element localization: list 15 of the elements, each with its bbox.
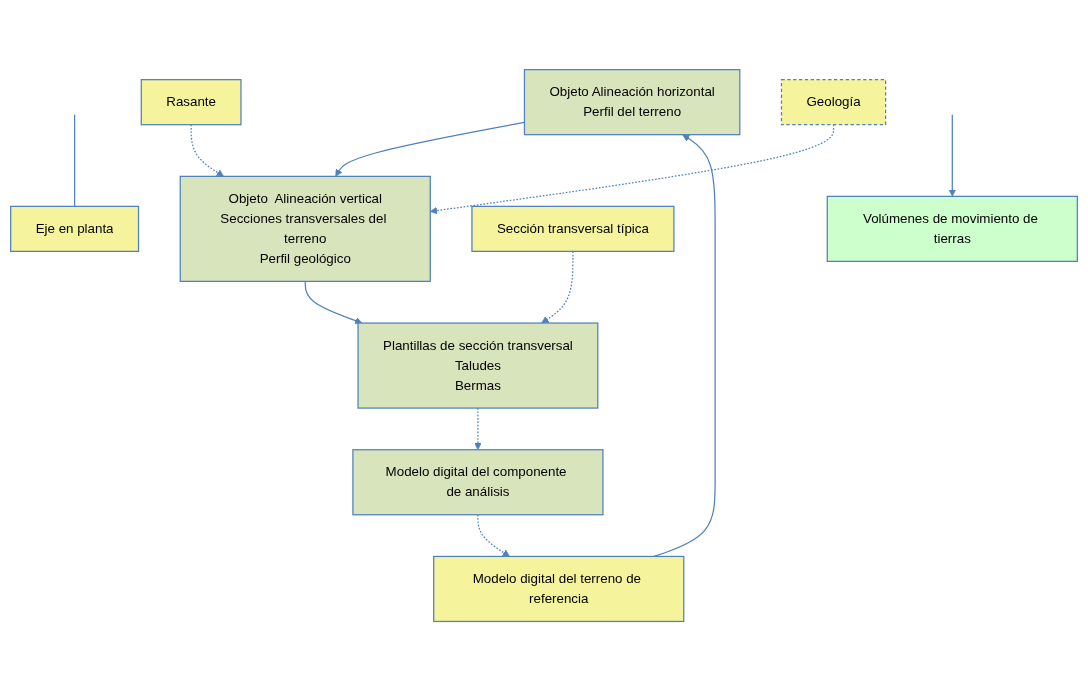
node-box: Sección transversal típica — [471, 206, 675, 253]
node-box: Objeto Alineación vertical Secciones transversales del terreno Perfil geológico — [179, 176, 431, 283]
arrow — [304, 281, 363, 325]
arrow — [948, 114, 956, 198]
node-box: Volúmenes de movimiento de tierras — [826, 196, 1078, 263]
node-box: Geología — [780, 79, 887, 126]
node-box: Plantillas de sección transversal Taludes Bermas — [357, 322, 599, 410]
node-box: Eje en planta — [10, 206, 140, 253]
connector — [74, 114, 76, 208]
node-box: Modelo digital del componente de análisis — [352, 449, 604, 516]
node-box: Rasante — [140, 79, 242, 126]
arrow — [653, 134, 716, 558]
arrow — [541, 251, 574, 324]
node-box: Modelo digital del terreno de referencia — [433, 556, 685, 623]
node-box: Objeto Alineación horizontal Perfil del terreno — [523, 69, 741, 136]
